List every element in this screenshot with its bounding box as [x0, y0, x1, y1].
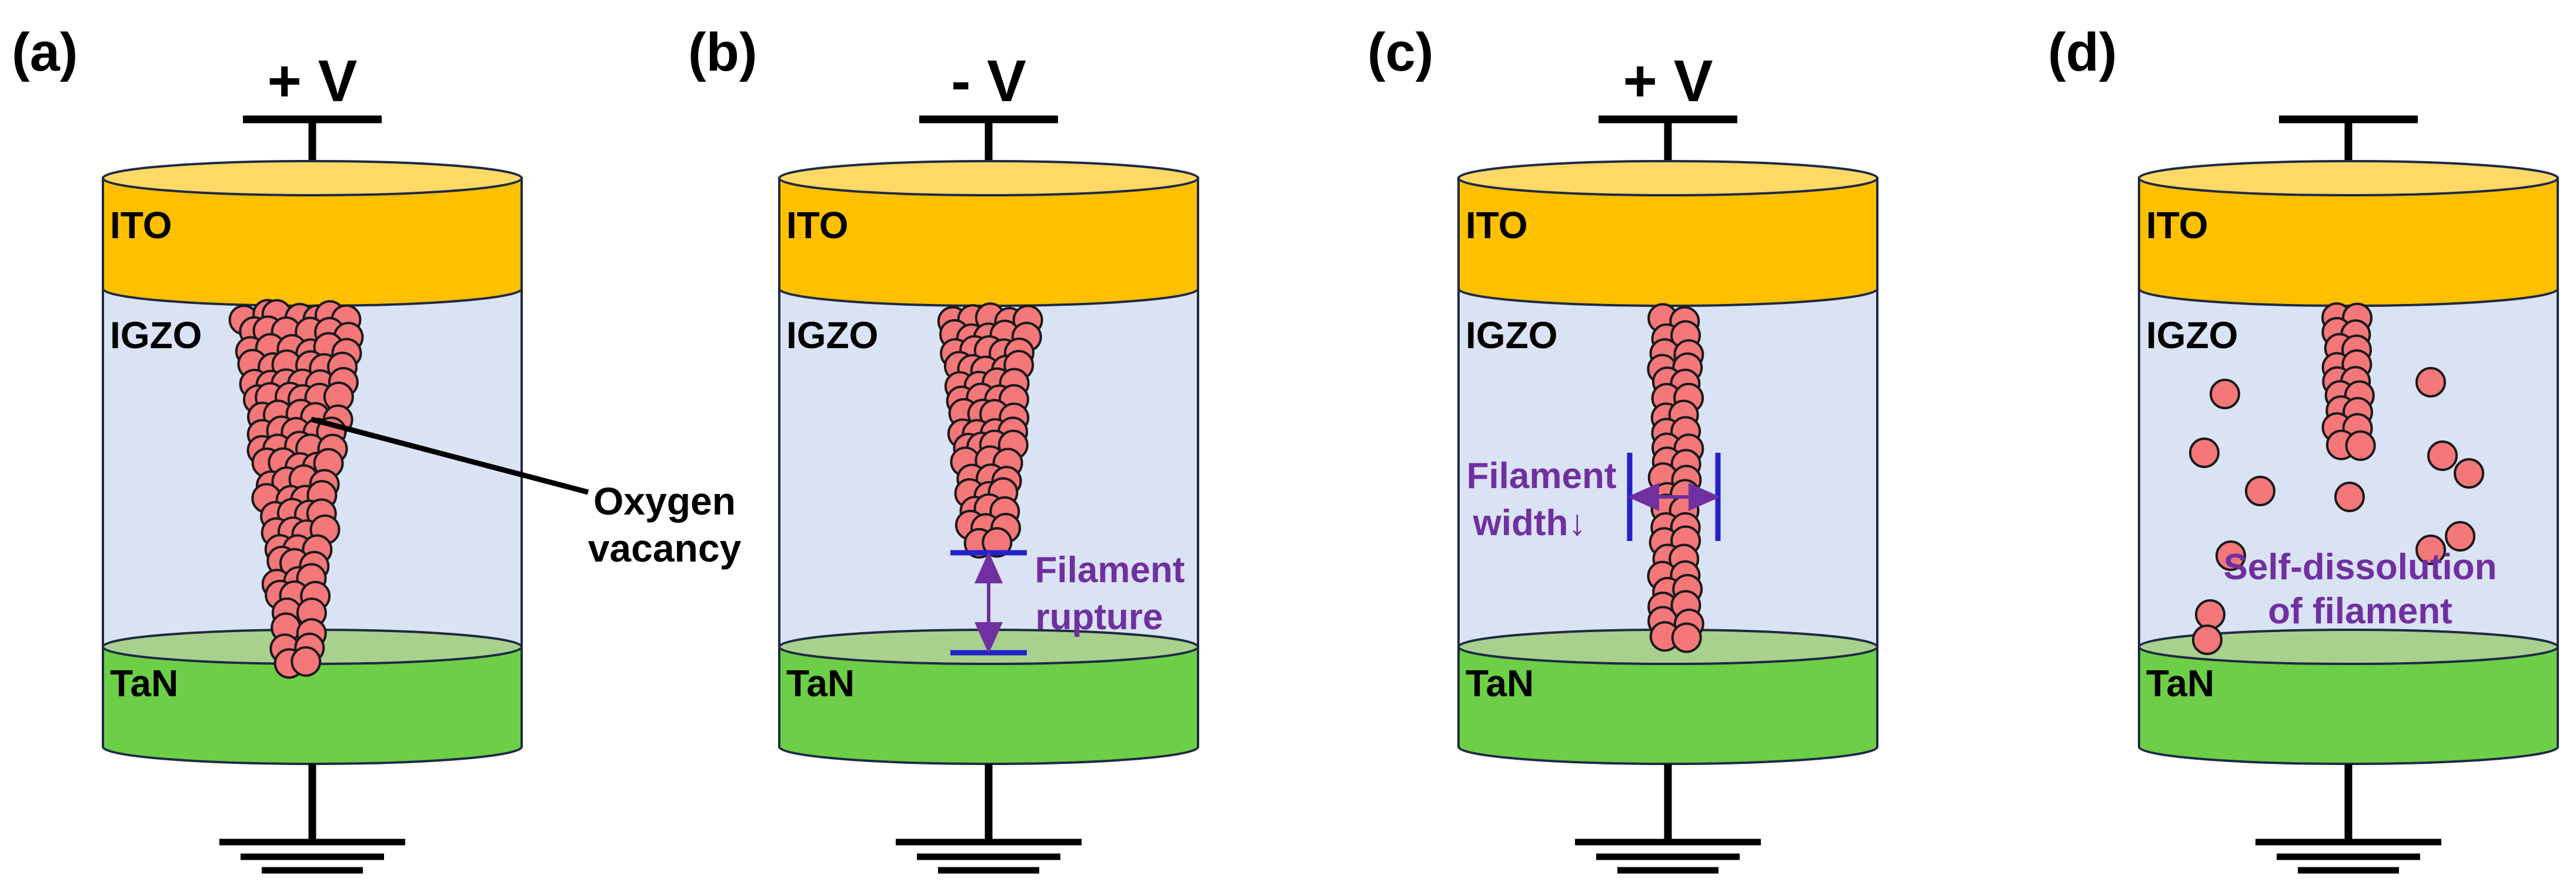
- panel-label: (c): [1367, 22, 1433, 82]
- tan-top-surface: [2138, 629, 2559, 665]
- annotation-line-2: rupture: [1036, 597, 1163, 637]
- tan-layer: [1457, 646, 1878, 765]
- ito-label: ITO: [1466, 204, 1528, 246]
- annotation-line-1: Filament: [1035, 550, 1185, 590]
- ito-layer: [1457, 177, 1878, 307]
- panel-label: (d): [2048, 22, 2117, 82]
- tan-label: TaN: [2146, 662, 2214, 704]
- voltage-label: + V: [268, 48, 358, 114]
- tan-layer: [102, 646, 523, 765]
- ground-symbol: [2255, 764, 2441, 874]
- oxygen-vacancy: [2195, 599, 2225, 630]
- igzo-label: IGZO: [1466, 314, 1557, 356]
- oxygen-vacancy: [2415, 367, 2446, 398]
- oxygen-vacancy: [2192, 625, 2223, 655]
- annotation-line-1: Filament: [1467, 456, 1617, 496]
- ground-symbol: [219, 764, 405, 874]
- oxygen-vacancy: [2334, 482, 2365, 512]
- igzo-label: IGZO: [2146, 314, 2238, 356]
- oxygen-vacancy: [2245, 476, 2275, 506]
- ito-top-surface: [1457, 160, 1878, 196]
- oxygen-vacancy: [2427, 440, 2458, 471]
- tan-label: TaN: [1466, 662, 1534, 704]
- oxygen-vacancy: [2415, 535, 2446, 565]
- oxygen-vacancy: [2345, 430, 2376, 461]
- filament: [228, 299, 364, 679]
- ground-symbol: [896, 764, 1082, 874]
- filament: [2189, 302, 2484, 655]
- oxygen-vacancy: [2210, 379, 2240, 409]
- ito-label: ITO: [110, 204, 172, 246]
- filament: [937, 302, 1043, 559]
- tan-label: TaN: [110, 662, 178, 704]
- oxygen-vacancy: [2215, 540, 2246, 571]
- annotation-line-2: vacancy: [588, 526, 742, 570]
- annotation-line-2: width↓: [1473, 503, 1587, 543]
- oxygen-vacancy: [291, 646, 322, 677]
- panel-label: (b): [688, 22, 757, 82]
- ito-top-surface: [778, 160, 1199, 196]
- oxygen-vacancy: [2454, 458, 2484, 489]
- voltage-label: + V: [1623, 48, 1713, 114]
- ito-top-surface: [102, 160, 523, 196]
- panel-c: (c) + V ITO IGZO TaN Filament width↓: [1367, 22, 1878, 874]
- tan-label: TaN: [786, 662, 855, 704]
- tan-layer: [778, 646, 1199, 765]
- oxygen-vacancy: [2189, 438, 2220, 468]
- annotation: Filament rupture: [950, 550, 1185, 656]
- igzo-label: IGZO: [786, 314, 878, 356]
- oxygen-vacancy: [2445, 521, 2475, 552]
- ito-label: ITO: [2146, 204, 2208, 246]
- voltage-label: - V: [951, 48, 1026, 114]
- pointer-line: [310, 416, 589, 495]
- igzo-label: IGZO: [110, 314, 202, 356]
- ito-top-surface: [2138, 160, 2559, 196]
- annotation-line-2: of filament: [2268, 591, 2452, 632]
- filament: [1647, 303, 1704, 653]
- panel-b: (b) - V ITO IGZO TaN Filament rupture: [688, 22, 1199, 874]
- annotation-line-1: Self-dissolution: [2224, 547, 2497, 587]
- annotation: Filament width↓: [1467, 453, 1721, 543]
- oxygen-vacancy: [1671, 622, 1702, 653]
- tan-layer: [2138, 646, 2559, 765]
- annotation-line-1: Oxygen: [593, 479, 736, 523]
- ground-symbol: [1575, 764, 1761, 874]
- ito-label: ITO: [786, 204, 849, 246]
- panel-label: (a): [12, 22, 78, 82]
